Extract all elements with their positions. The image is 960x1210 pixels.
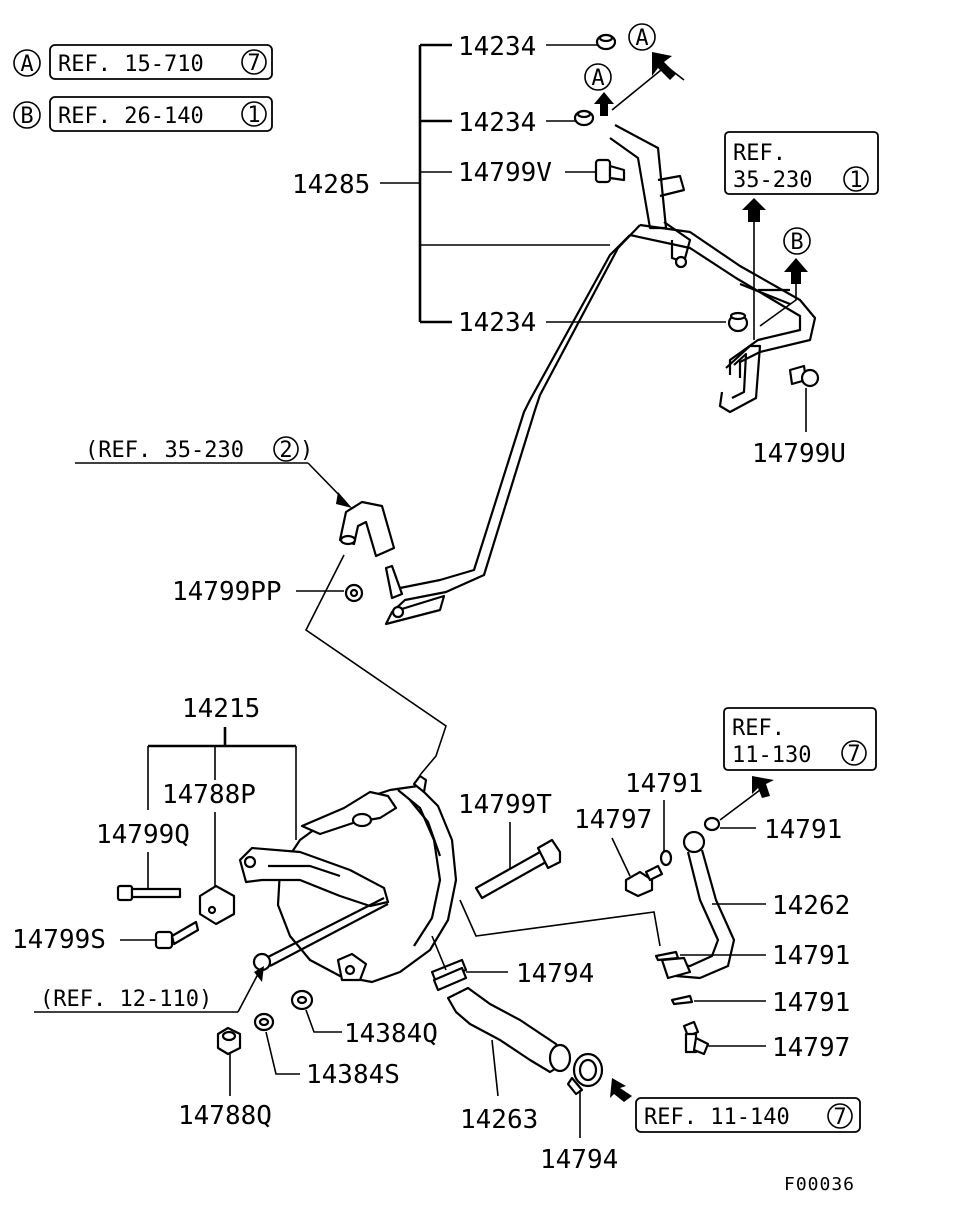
legend-b-num-circle (241, 101, 267, 127)
label-14234-mid: 14234 (458, 108, 536, 138)
label-14799T: 14799T (458, 790, 552, 820)
ref-35-230-1: REF. 35-230 1 (724, 131, 879, 340)
bracket-14215 (147, 727, 297, 840)
label-14799PP: 14799PP (172, 577, 282, 607)
label-14384S: 14384S (306, 1060, 400, 1090)
bolt-14799S (154, 920, 200, 950)
hose-elbow (338, 500, 404, 600)
legend-b-circle (13, 101, 41, 129)
nut-14384S (253, 1012, 275, 1032)
label-14262: 14262 (772, 891, 850, 921)
washer-14384Q (290, 989, 314, 1011)
ref-11-130-line2: 11-130 (732, 743, 811, 768)
legend-a-num: 7 (247, 51, 260, 76)
legend-b-box (49, 96, 273, 132)
legend-b: B REF. 26-140 1 (13, 96, 273, 132)
figure-code: F00036 (784, 1174, 855, 1195)
clamp-14794-lower (566, 1052, 604, 1096)
ref-35-230-2-num: 2 (279, 438, 292, 463)
bolt-14799PP (344, 583, 364, 603)
label-14797-top: 14797 (574, 805, 652, 835)
label-14791-mid: 14791 (772, 941, 850, 971)
hose-14263 (446, 986, 572, 1074)
legend-a-box (49, 44, 273, 80)
label-14799S: 14799S (12, 925, 106, 955)
legend-a-num-circle (241, 49, 267, 75)
label-14799V: 14799V (458, 158, 552, 188)
ref-11-140: REF. 11-140 7 (610, 1078, 861, 1133)
ref-11-130-num: 7 (847, 742, 860, 767)
label-14215: 14215 (182, 694, 260, 724)
bolt-14797-top (624, 864, 664, 898)
arrow-b: B (759, 227, 811, 327)
pipe-14285 (384, 124, 817, 626)
ref-11-130: REF. 11-130 7 (719, 707, 877, 821)
bolt-14799U (788, 364, 820, 388)
ref-11-140-text: REF. 11-140 (644, 1105, 790, 1130)
cap-14234-low (727, 311, 749, 333)
legend-a: A REF. 15-710 7 (13, 44, 273, 80)
legend-b-ref: REF. 26-140 (58, 104, 204, 129)
arrow-a-top-letter: A (635, 26, 648, 51)
label-14234-low: 14234 (458, 308, 536, 338)
bracket-14285 (380, 43, 610, 324)
arrow-a-mid: A (584, 63, 614, 116)
arrow-a-top: A (628, 23, 676, 80)
legend-a-circle (13, 49, 41, 77)
legend-b-letter: B (20, 104, 33, 129)
bolt-14799Q (116, 884, 182, 902)
label-14234-top: 14234 (458, 32, 536, 62)
bolt-14799T (474, 838, 562, 900)
legend-a-letter: A (20, 52, 33, 77)
bolt-14799V (594, 158, 626, 184)
ref-11-140-num: 7 (833, 1105, 846, 1130)
ref-35-230-2-text: (REF. 35-230 (85, 438, 244, 463)
cap-14234-mid (573, 109, 595, 127)
ref-12-110: (REF. 12-110) (40, 987, 212, 1012)
label-14788Q: 14788Q (178, 1101, 272, 1131)
clamp-14794-upper (430, 958, 468, 992)
label-14794-upper: 14794 (516, 959, 594, 989)
legend-a-ref: REF. 15-710 (58, 52, 204, 77)
label-14794-lower: 14794 (540, 1145, 618, 1175)
washer-14791-right (703, 816, 721, 832)
cap-14234-top (595, 33, 617, 51)
label-14788P: 14788P (162, 780, 256, 810)
label-14791-low: 14791 (772, 988, 850, 1018)
label-14791-right: 14791 (764, 815, 842, 845)
washer-14791-top (659, 849, 673, 867)
legend-b-num: 1 (247, 103, 260, 128)
bolt-14797-low (682, 1020, 710, 1056)
ref-35-230-2: (REF. 35-230 2 ) (75, 436, 352, 508)
label-14797-low: 14797 (772, 1033, 850, 1063)
arrow-a-mid-letter: A (591, 66, 604, 91)
ref-35-230-1-line2: 35-230 (733, 168, 812, 193)
label-14799U: 14799U (752, 439, 846, 469)
block-14788P (198, 884, 236, 926)
ref-35-230-1-line1: REF. (733, 141, 786, 166)
vacuum-pump (238, 774, 458, 984)
label-14791-top: 14791 (625, 769, 703, 799)
label-14285: 14285 (292, 170, 370, 200)
label-14384Q: 14384Q (344, 1019, 438, 1049)
ref-35-230-2-close: ) (300, 438, 313, 463)
label-14799Q: 14799Q (96, 820, 190, 850)
nut-14788Q (216, 1026, 242, 1056)
label-14263: 14263 (460, 1105, 538, 1135)
ref-11-130-line1: REF. (732, 716, 785, 741)
arrow-b-letter: B (790, 230, 803, 255)
ref-35-230-1-num: 1 (849, 168, 862, 193)
